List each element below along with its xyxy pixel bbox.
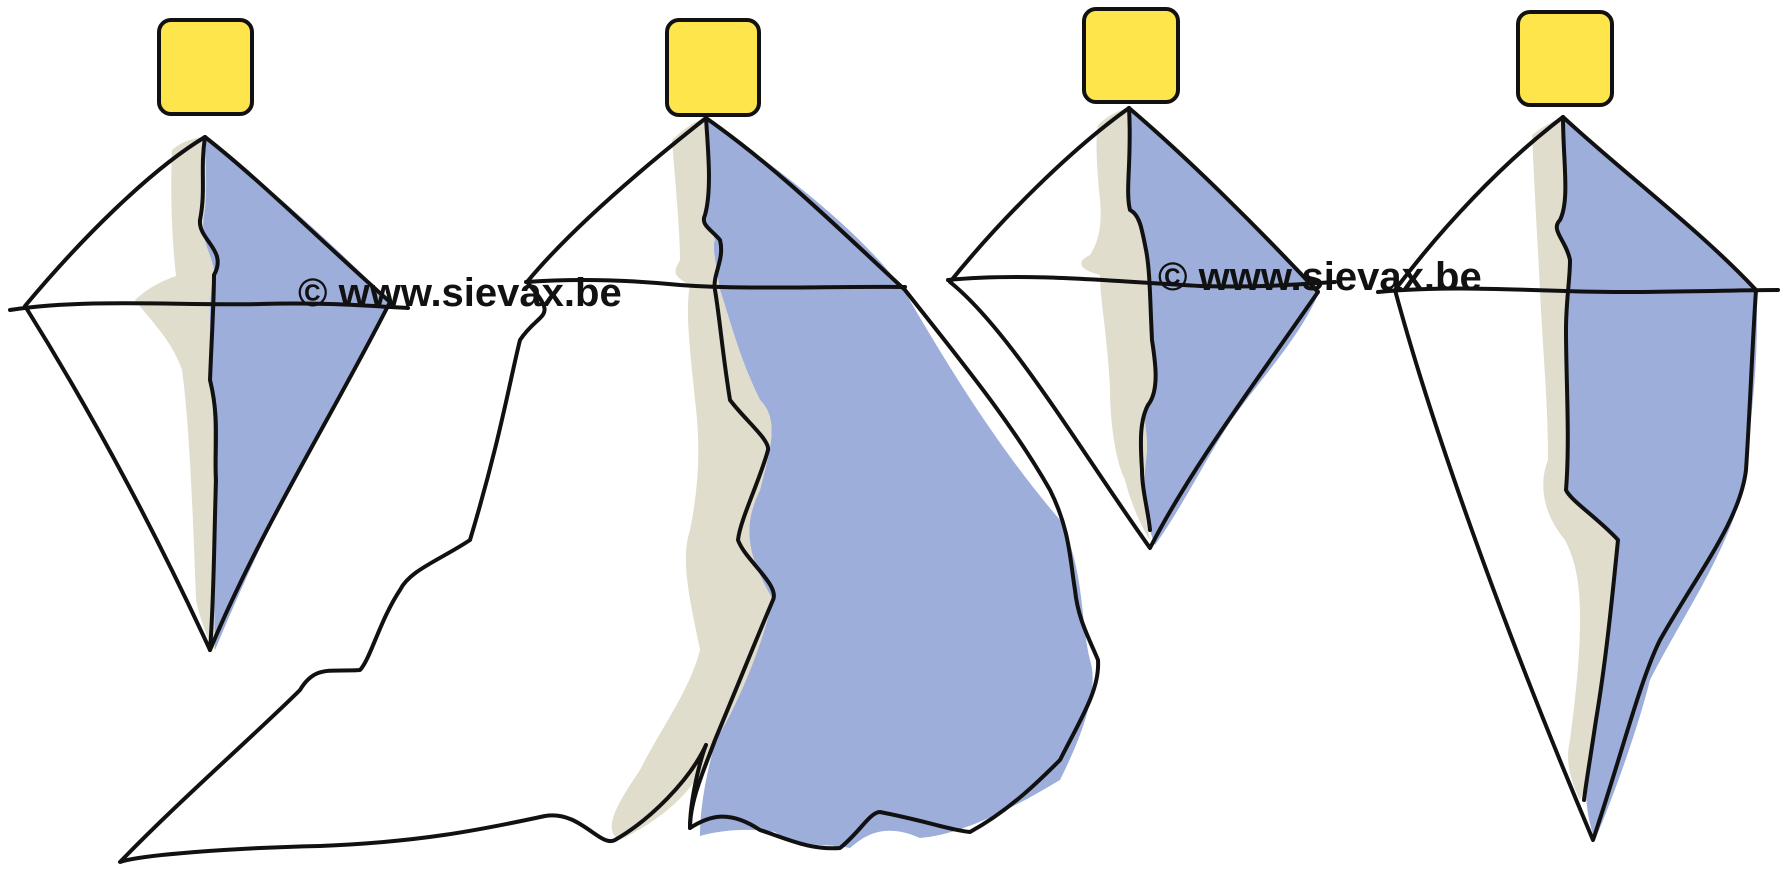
diagram-figure-4: [1376, 10, 1780, 842]
watermark-text-right: © www.sievax.be: [1158, 255, 1482, 299]
diagram-figure-3-shaded-region: [1128, 108, 1320, 545]
diagram-figure-3-sand-strip: [1081, 108, 1156, 540]
diagram-figure-1-midline: [197, 135, 220, 652]
diagram-figure-4-midline: [1554, 115, 1620, 802]
diagram-figure-2-sand-strip: [611, 118, 773, 840]
diagram-figure-2-outline: [118, 116, 1101, 864]
diagram-figure-1-shaded-region: [203, 137, 390, 650]
diagram-figure-2-waterline: [524, 277, 907, 290]
diagram-figure-2: [118, 18, 1101, 864]
diagram-figure-3-outline: [948, 106, 1320, 550]
diagram-figure-1-sand-strip: [135, 137, 215, 650]
diagram-figure-4-square: [1516, 10, 1614, 107]
diagram-figure-3-midline: [1126, 106, 1158, 532]
watermark-text-left: © www.sievax.be: [298, 271, 622, 315]
diagram-figure-4-sand-strip: [1532, 117, 1618, 800]
diagram-figure-4-shaded-region: [1556, 117, 1757, 840]
diagram-figure-4-waterline: [1376, 286, 1780, 294]
diagram-figure-3-square: [1082, 7, 1180, 104]
diagram-figure-1: [8, 18, 410, 652]
diagram-figure-2-square: [665, 18, 761, 117]
diagram-figure-3-waterline: [946, 275, 1337, 289]
diagram-figure-2-shaded-region: [700, 118, 1093, 848]
diagram-figure-3: [946, 7, 1337, 550]
diagram-figure-2-midline: [688, 116, 776, 830]
diagram-figure-1-waterline: [8, 301, 410, 312]
diagram-figure-1-square: [157, 18, 254, 116]
